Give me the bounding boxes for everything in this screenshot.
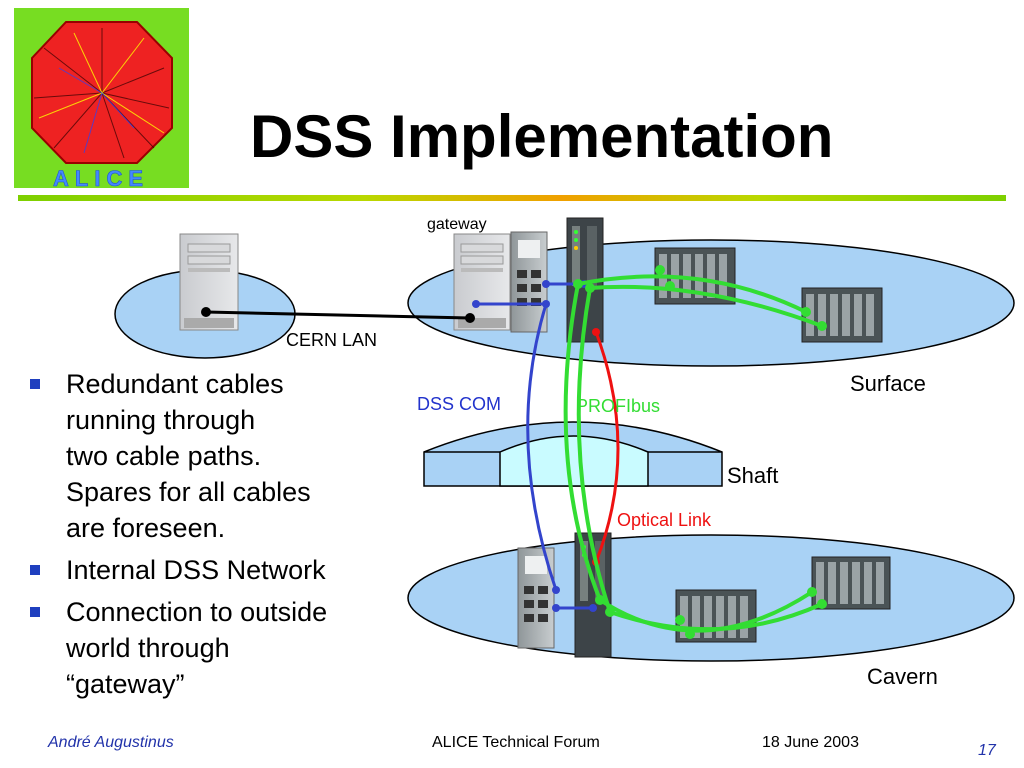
bullet-line: Internal DSS Network: [66, 555, 326, 585]
bullet-item: Connection to outside world through “gat…: [30, 594, 420, 702]
surface-io-rack-2: [801, 287, 883, 343]
bullet-line: Redundant cables: [66, 369, 284, 399]
bullet-item: Internal DSS Network: [30, 552, 420, 588]
optical-link-label: Optical Link: [617, 510, 712, 530]
bullet-marker: [30, 379, 40, 389]
bullet-line: “gateway”: [66, 669, 185, 699]
footer-author: André Augustinus: [48, 734, 174, 751]
cern-lan-cable: [205, 310, 471, 320]
gateway-pc-icon: [453, 233, 511, 331]
footer-date: 18 June 2003: [762, 734, 859, 751]
shaft-section: [423, 421, 723, 487]
bullet-marker: [30, 565, 40, 575]
cavern-label: Cavern: [867, 664, 938, 689]
bullet-line: two cable paths.: [66, 441, 262, 471]
alice-logo: ALICE: [14, 8, 189, 188]
surface-label: Surface: [850, 371, 926, 396]
bullet-line: are foreseen.: [66, 513, 226, 543]
bullet-line: world through: [66, 633, 230, 663]
network-diagram: [114, 217, 1015, 662]
bullet-marker: [30, 607, 40, 617]
page-number: 17: [978, 742, 996, 759]
bullet-list: Redundant cables running through two cab…: [30, 366, 420, 708]
optical-link-cable: [594, 331, 620, 563]
bullet-line: Spares for all cables: [66, 477, 311, 507]
title-underline: [18, 195, 1006, 201]
profibus-cables: [563, 274, 823, 633]
shaft-label: Shaft: [727, 463, 779, 488]
profibus-label: PROFIbus: [576, 396, 661, 416]
bullet-item: Redundant cables running through two cab…: [30, 366, 420, 546]
dss-com-label: DSS COM: [417, 394, 502, 414]
surface-switch-icon: [510, 231, 548, 333]
bullet-line: running through: [66, 405, 256, 435]
gateway-label: gateway: [427, 216, 487, 233]
slide-title: DSS Implementation: [250, 103, 834, 170]
logo-text: ALICE: [53, 166, 149, 188]
bullet-line: Connection to outside: [66, 597, 328, 627]
footer-forum: ALICE Technical Forum: [432, 734, 600, 751]
cavern-switch-icon: [517, 547, 555, 649]
cern-lan-label: CERN LAN: [286, 330, 378, 350]
